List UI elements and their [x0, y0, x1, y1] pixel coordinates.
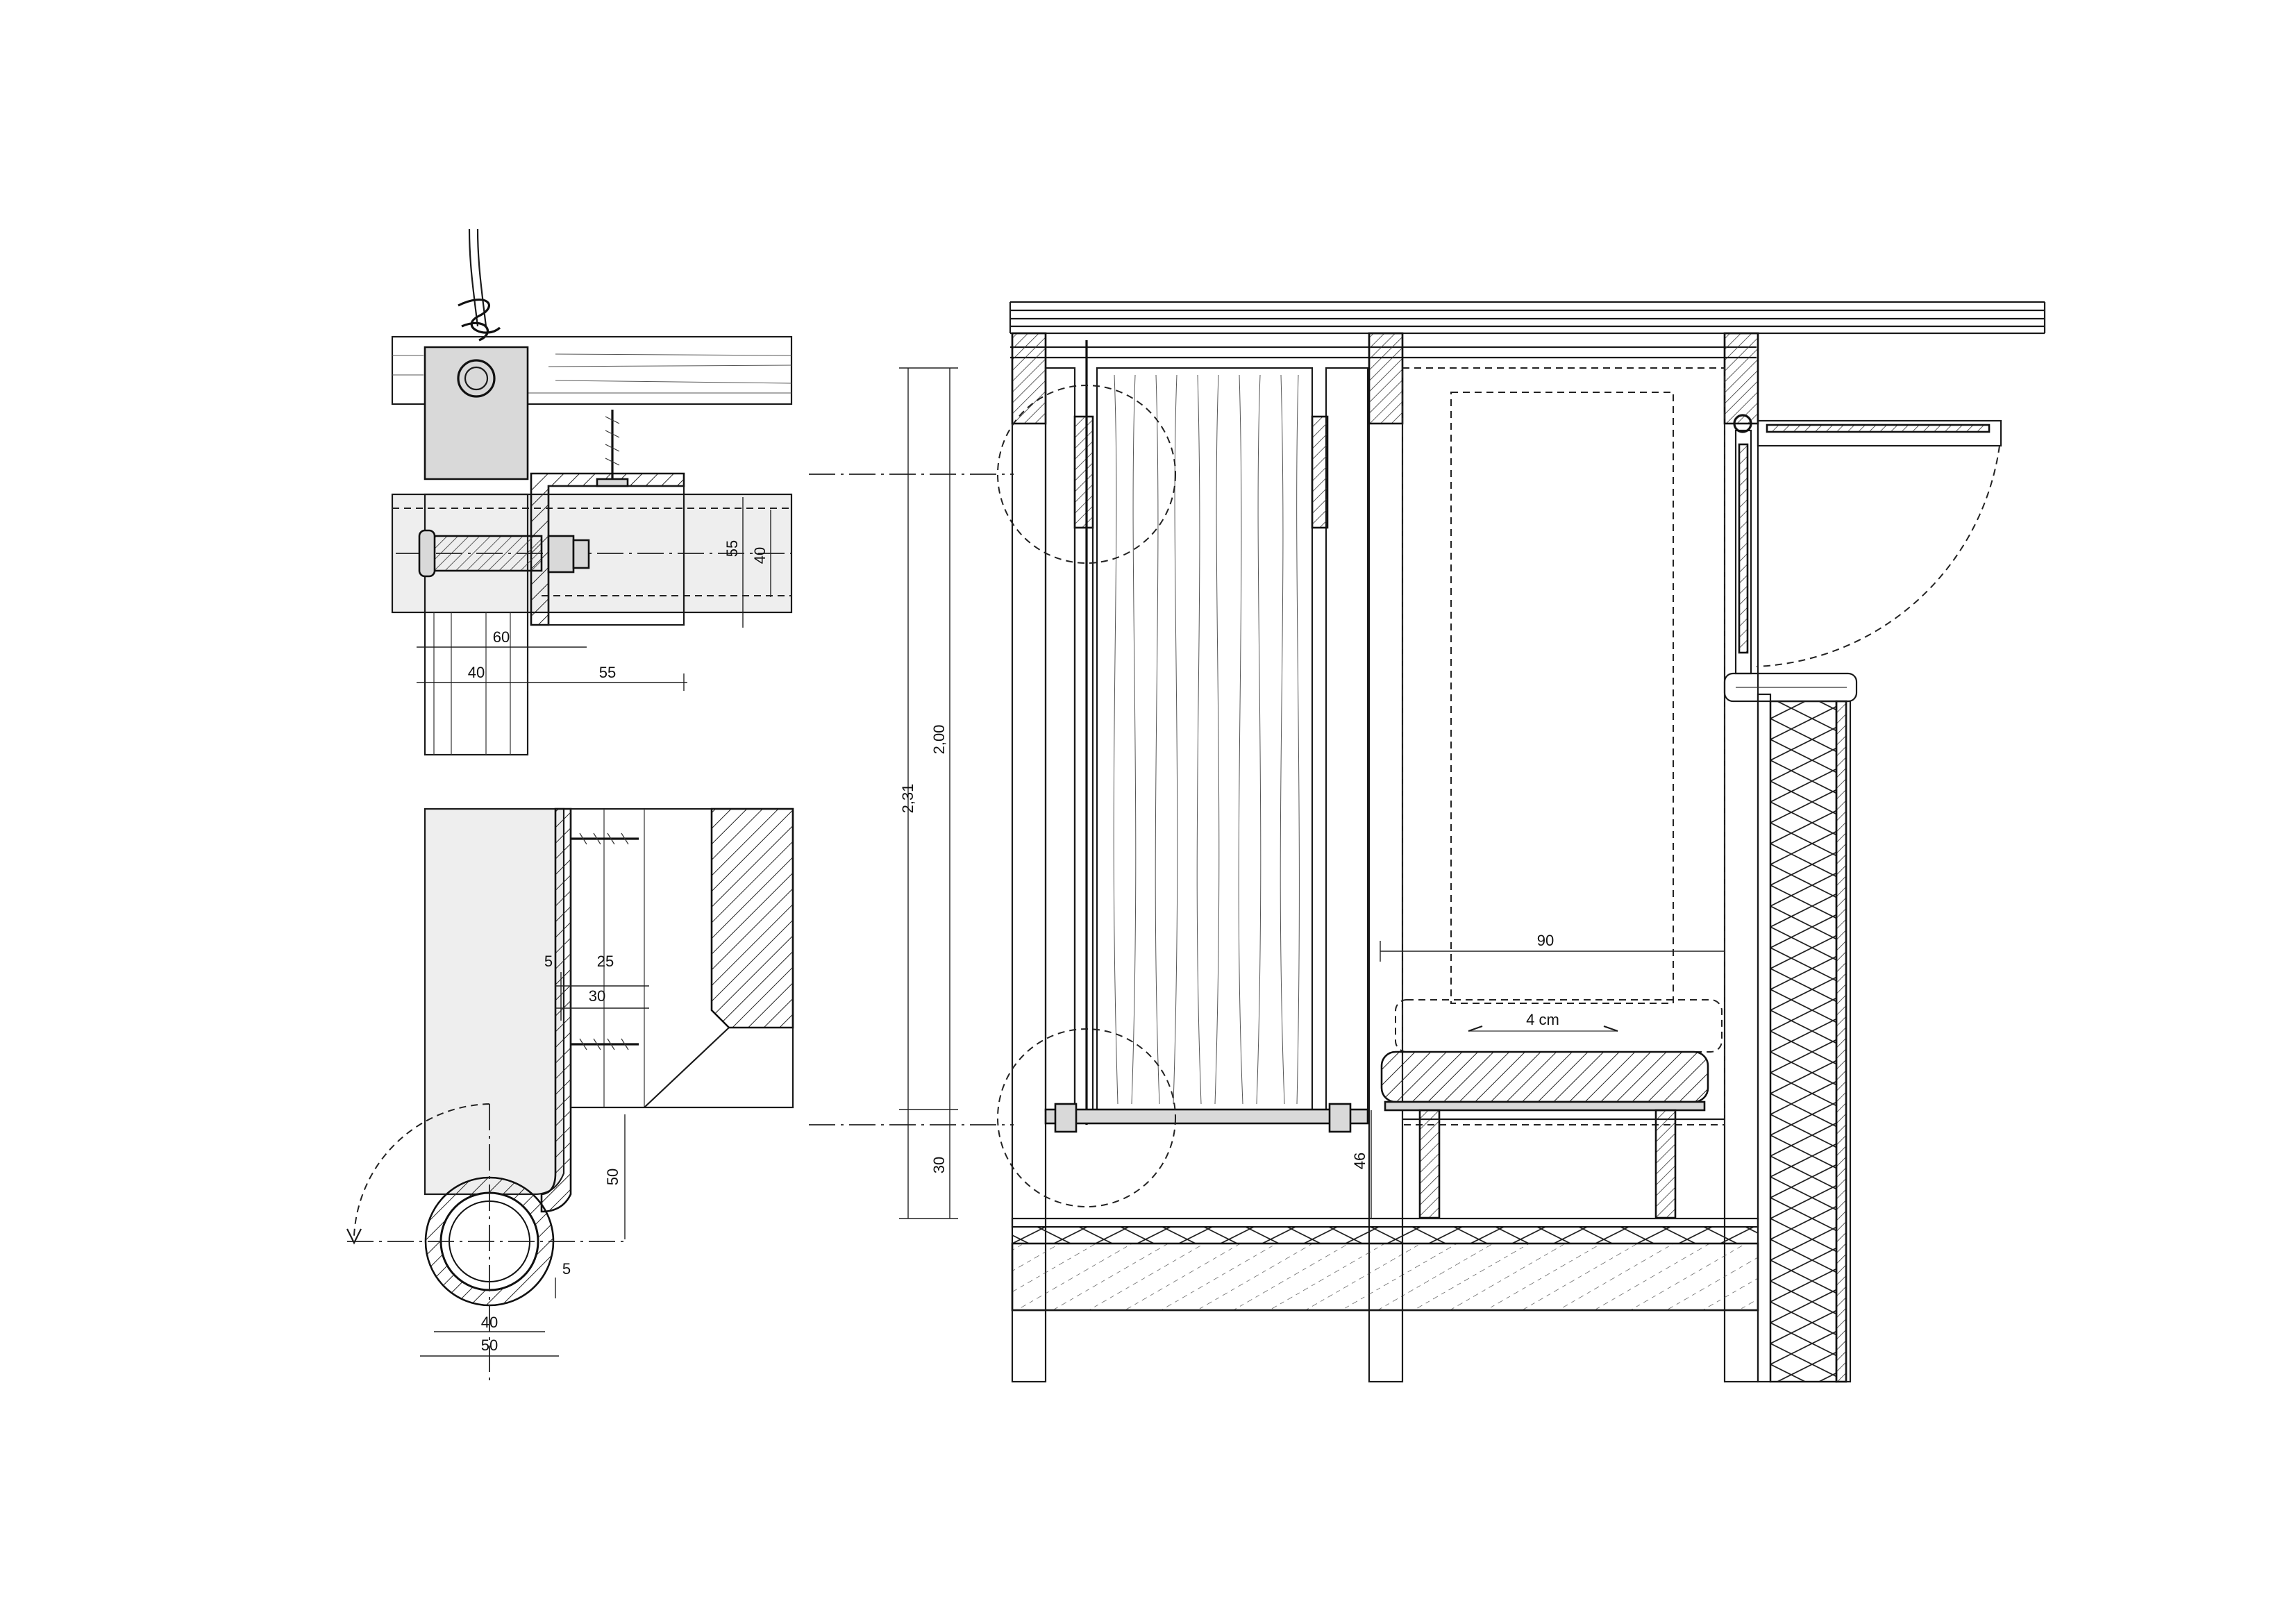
- dim-profile-50: 50: [604, 1169, 621, 1185]
- dim-cushion-4cm: 4 cm: [1526, 1011, 1559, 1028]
- panel-grain: [1113, 374, 1300, 1105]
- main-section: 2,31 2,00 30 46 90 4 cm: [899, 301, 2046, 1383]
- hanger-beam: [391, 335, 793, 405]
- rail-post: [424, 807, 565, 1196]
- dim-bolt-55: 55: [599, 664, 616, 681]
- detail-rail-profile: 5 25 30 50 5 40 50: [346, 807, 794, 1382]
- dim-hanger-40: 40: [751, 547, 769, 564]
- dim-profile-25: 25: [597, 953, 614, 970]
- window: [1733, 414, 2002, 675]
- dim-tube-50: 50: [481, 1337, 498, 1354]
- rope: [468, 228, 479, 327]
- dim-bolt-40: 40: [468, 664, 485, 681]
- post-left: [1011, 332, 1047, 1383]
- dim-bolt-60: 60: [493, 628, 510, 646]
- rotation-arc: [353, 1103, 490, 1237]
- hanger-dimensions: [417, 497, 771, 691]
- detail-circle-bottom: [997, 1028, 1176, 1207]
- window-sill: [1723, 672, 1858, 703]
- main-dimensions: [899, 367, 1725, 1219]
- hanger-plate: [424, 346, 529, 480]
- dim-profile-5: 5: [544, 953, 553, 970]
- ceiling-boards: [1009, 301, 2046, 359]
- dim-total-231: 2,31: [899, 784, 916, 814]
- dim-bench-46: 46: [1351, 1153, 1368, 1169]
- dim-bench-90: 90: [1537, 932, 1554, 949]
- rail-cap-hatch: [710, 807, 794, 1029]
- sliding-panel: [1096, 367, 1314, 1112]
- detail-circle-top: [997, 385, 1176, 564]
- exterior-wall: [1723, 672, 1858, 1383]
- dim-tube-40: 40: [481, 1314, 498, 1331]
- dim-tube-5: 5: [562, 1260, 571, 1278]
- cabinet-outline: [1402, 367, 1725, 1125]
- bench-leg-left: [1418, 1109, 1441, 1219]
- dim-panel-200: 2,00: [930, 725, 948, 755]
- bench-seat: [1380, 1050, 1709, 1103]
- post-middle: [1368, 332, 1404, 1383]
- floor-slab: [1011, 1217, 1759, 1312]
- rail-dimensions: [420, 972, 649, 1357]
- bolt: [429, 535, 543, 572]
- window-swing-arc: [1756, 445, 2000, 667]
- dim-hanger-55: 55: [723, 540, 741, 557]
- bench-leg-right: [1654, 1109, 1677, 1219]
- dim-base-30: 30: [930, 1157, 948, 1173]
- dim-profile-30: 30: [589, 987, 605, 1005]
- detail-hanger: 55 40 60 40 55: [391, 228, 793, 756]
